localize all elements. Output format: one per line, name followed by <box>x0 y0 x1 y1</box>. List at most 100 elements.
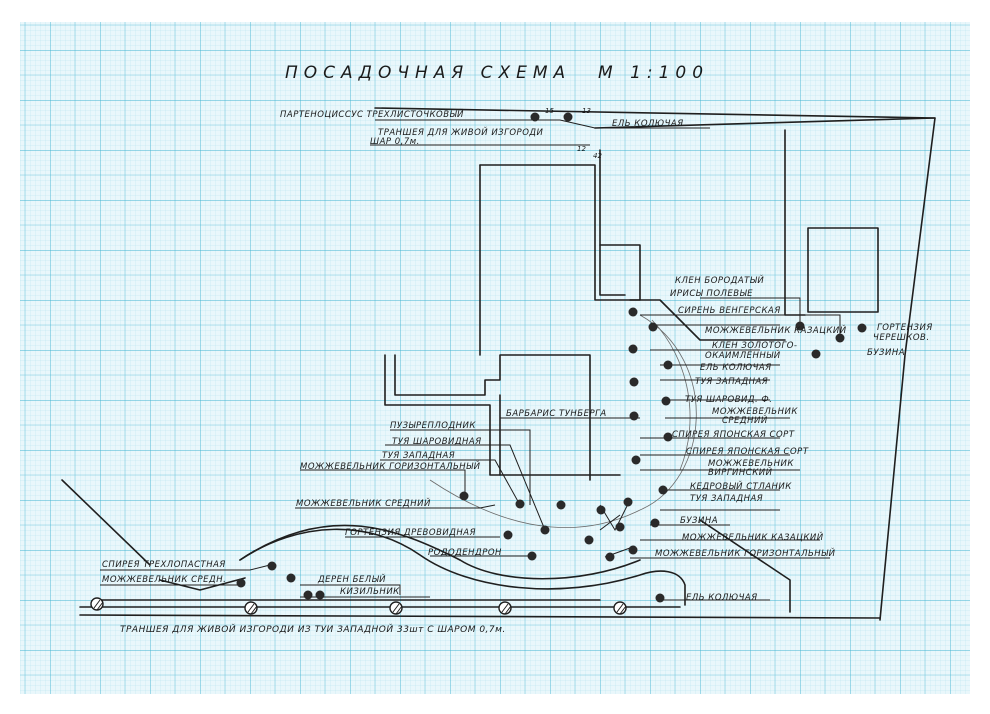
label-tuya-sharovid: ТУЯ ШАРОВИД. Ф. <box>685 395 772 405</box>
label-mozh-kaz-2: МОЖЖЕВЕЛЬНИК КАЗАЦКИЙ <box>682 531 824 543</box>
label-buzina-far: БУЗИНА <box>867 348 905 358</box>
plant-dot <box>303 590 313 600</box>
plant-dot <box>459 491 469 501</box>
plant-dot <box>556 500 566 510</box>
plant-dot <box>629 377 639 387</box>
label-mozh-sred-left: МОЖЖЕВЕЛЬНИК СРЕДНИЙ <box>296 497 431 509</box>
label-klen-borodaty: КЛЕН БОРОДАТЫЙ <box>675 274 764 286</box>
label-mozh-sred-1b: СРЕДНИЙ <box>722 414 768 426</box>
outbuilding-box <box>807 227 879 313</box>
plant-dot <box>236 578 246 588</box>
label-gortenziya-right-2: ЧЕРЕШКОВ. <box>873 333 930 343</box>
label-mozh-gor-right: МОЖЖЕВЕЛЬНИК ГОРИЗОНТАЛЬНЫЙ <box>655 547 836 559</box>
label-el-kolyuchaya-bottom: ЕЛЬ КОЛЮЧАЯ <box>686 593 758 603</box>
label-klen-zolot-2: ОКАЙМЛЕННЫЙ <box>705 349 781 361</box>
left-diagonal-2 <box>159 577 246 591</box>
site-boundary <box>374 107 936 621</box>
plant-dot <box>811 349 821 359</box>
site-boundary-top <box>594 117 936 129</box>
left-diagonal <box>61 479 151 566</box>
building-outline-2 <box>599 149 626 296</box>
plant-dot <box>605 552 615 562</box>
label-buzina-right: БУЗИНА <box>680 516 718 526</box>
bed-curve-inner <box>459 559 641 580</box>
plant-dot <box>628 344 638 354</box>
label-mozh-kaz: МОЖЖЕВЕЛЬНИК КАЗАЦКИЙ <box>705 324 847 336</box>
label-tuya-zap-2: ТУЯ ЗАПАДНАЯ <box>690 494 763 504</box>
plant-dot <box>663 360 673 370</box>
plant-dot <box>631 455 641 465</box>
label-iris-1: ИРИСЫ ПОЛЕВЫЕ <box>670 289 753 299</box>
scheme-scale: М 1:100 <box>598 63 709 83</box>
plant-dot <box>658 485 668 495</box>
label-mozh-sredn-bot: МОЖЖЕВЕЛЬНИК СРЕДН. <box>102 575 226 585</box>
plant-dot <box>663 432 673 442</box>
note-top-hedge-2: ШАР 0,7м. <box>370 137 420 147</box>
plant-dot <box>596 505 606 515</box>
label-gortenziya-right-1: ГОРТЕНЗИЯ <box>877 323 933 333</box>
label-spirea-left: СПИРЕЯ ТРЕХЛОПАСТНАЯ <box>102 560 226 570</box>
count-13: 13 <box>582 107 591 115</box>
label-barbaris: БАРБАРИС ТУНБЕРГА <box>506 409 607 419</box>
label-rododendron: РОДОДЕНДРОН <box>428 548 502 558</box>
plant-dot <box>503 530 513 540</box>
note-top-hedge-1: ТРАНШЕЯ ДЛЯ ЖИВОЙ ИЗГОРОДИ <box>378 126 544 138</box>
plant-dot <box>648 322 658 332</box>
plant-dot <box>655 593 665 603</box>
building-outline-3 <box>394 354 591 481</box>
plant-dot <box>584 535 594 545</box>
label-mozh-virg-2: ВИРГИНСКИЙ <box>708 466 773 478</box>
label-khvoinik: КЕДРОВЫЙ СТЛАНИК <box>690 480 792 492</box>
outbuilding <box>784 129 806 316</box>
plant-dot <box>615 522 625 532</box>
plant-dot <box>629 411 639 421</box>
plant-dot <box>515 499 525 509</box>
plant-dot <box>563 112 573 122</box>
hedge-line-bottom-2 <box>79 614 881 619</box>
plant-dot <box>661 396 671 406</box>
label-mozh-gor-left: МОЖЖЕВЕЛЬНИК ГОРИЗОНТАЛЬНЫЙ <box>300 460 481 472</box>
count-12: 12 <box>577 145 586 153</box>
plant-dot <box>286 573 296 583</box>
label-el-kolyuchaya-top: ЕЛЬ КОЛЮЧАЯ <box>612 119 684 129</box>
plant-dot <box>650 518 660 528</box>
building-outline-4 <box>384 354 621 476</box>
label-mozh-virg-1: МОЖЖЕВЕЛЬНИК <box>708 459 794 469</box>
count-15: 15 <box>545 107 554 115</box>
label-klen-zolot: КЛЕН ЗОЛОТОГО- <box>712 341 798 351</box>
plant-dot <box>623 497 633 507</box>
label-tuya-zap-1: ТУЯ ЗАПАДНАЯ <box>695 377 768 387</box>
label-spirea-1: СПИРЕЯ ЯПОНСКАЯ СОРТ <box>672 430 795 440</box>
label-gortenziya: ГОРТЕНЗИЯ ДРЕВОВИДНАЯ <box>345 528 476 538</box>
label-mozh-sred-1: МОЖЖЕВЕЛЬНИК <box>712 407 798 417</box>
lawn-arc <box>429 314 697 528</box>
count-42: 42 <box>593 152 602 160</box>
plant-dot <box>527 551 537 561</box>
label-iris-2: СИРЕНЬ ВЕНГЕРСКАЯ <box>678 306 781 316</box>
scheme-title: ПОСАДОЧНАЯ СХЕМА <box>285 63 571 83</box>
plant-dot <box>795 321 805 331</box>
label-deren: ДЕРЕН БЕЛЫЙ <box>317 573 386 585</box>
plant-dot <box>857 323 867 333</box>
plant-dot <box>530 112 540 122</box>
label-puzyreplodnik: ПУЗЫРЕПЛОДНИК <box>390 421 476 431</box>
plant-dot <box>628 307 638 317</box>
note-bottom-hedge: ТРАНШЕЯ ДЛЯ ЖИВОЙ ИЗГОРОДИ ИЗ ТУИ ЗАПАДН… <box>120 623 506 635</box>
plant-dot <box>835 333 845 343</box>
label-parthenocissus: ПАРТЕНОЦИССУС ТРЕХЛИСТОЧКОВЫЙ <box>280 108 464 120</box>
plant-dot <box>267 561 277 571</box>
label-tuya-zap-left: ТУЯ ЗАПАДНАЯ <box>382 451 455 461</box>
label-el-kolyuchaya-mid: ЕЛЬ КОЛЮЧАЯ <box>700 363 772 373</box>
bed-curve-upper <box>239 524 461 561</box>
bed-curve-outer <box>239 528 686 606</box>
plant-dot <box>540 525 550 535</box>
label-tuya-sharovid-left: ТУЯ ШАРОВИДНАЯ <box>392 437 482 447</box>
building-outline <box>479 164 641 301</box>
plant-dot <box>315 590 325 600</box>
label-spirea-2: СПИРЕЯ ЯПОНСКАЯ СОРТ <box>686 447 809 457</box>
label-kizilnik: КИЗИЛЬНИК <box>340 587 400 597</box>
plant-dot <box>628 545 638 555</box>
path-edge <box>629 299 786 341</box>
